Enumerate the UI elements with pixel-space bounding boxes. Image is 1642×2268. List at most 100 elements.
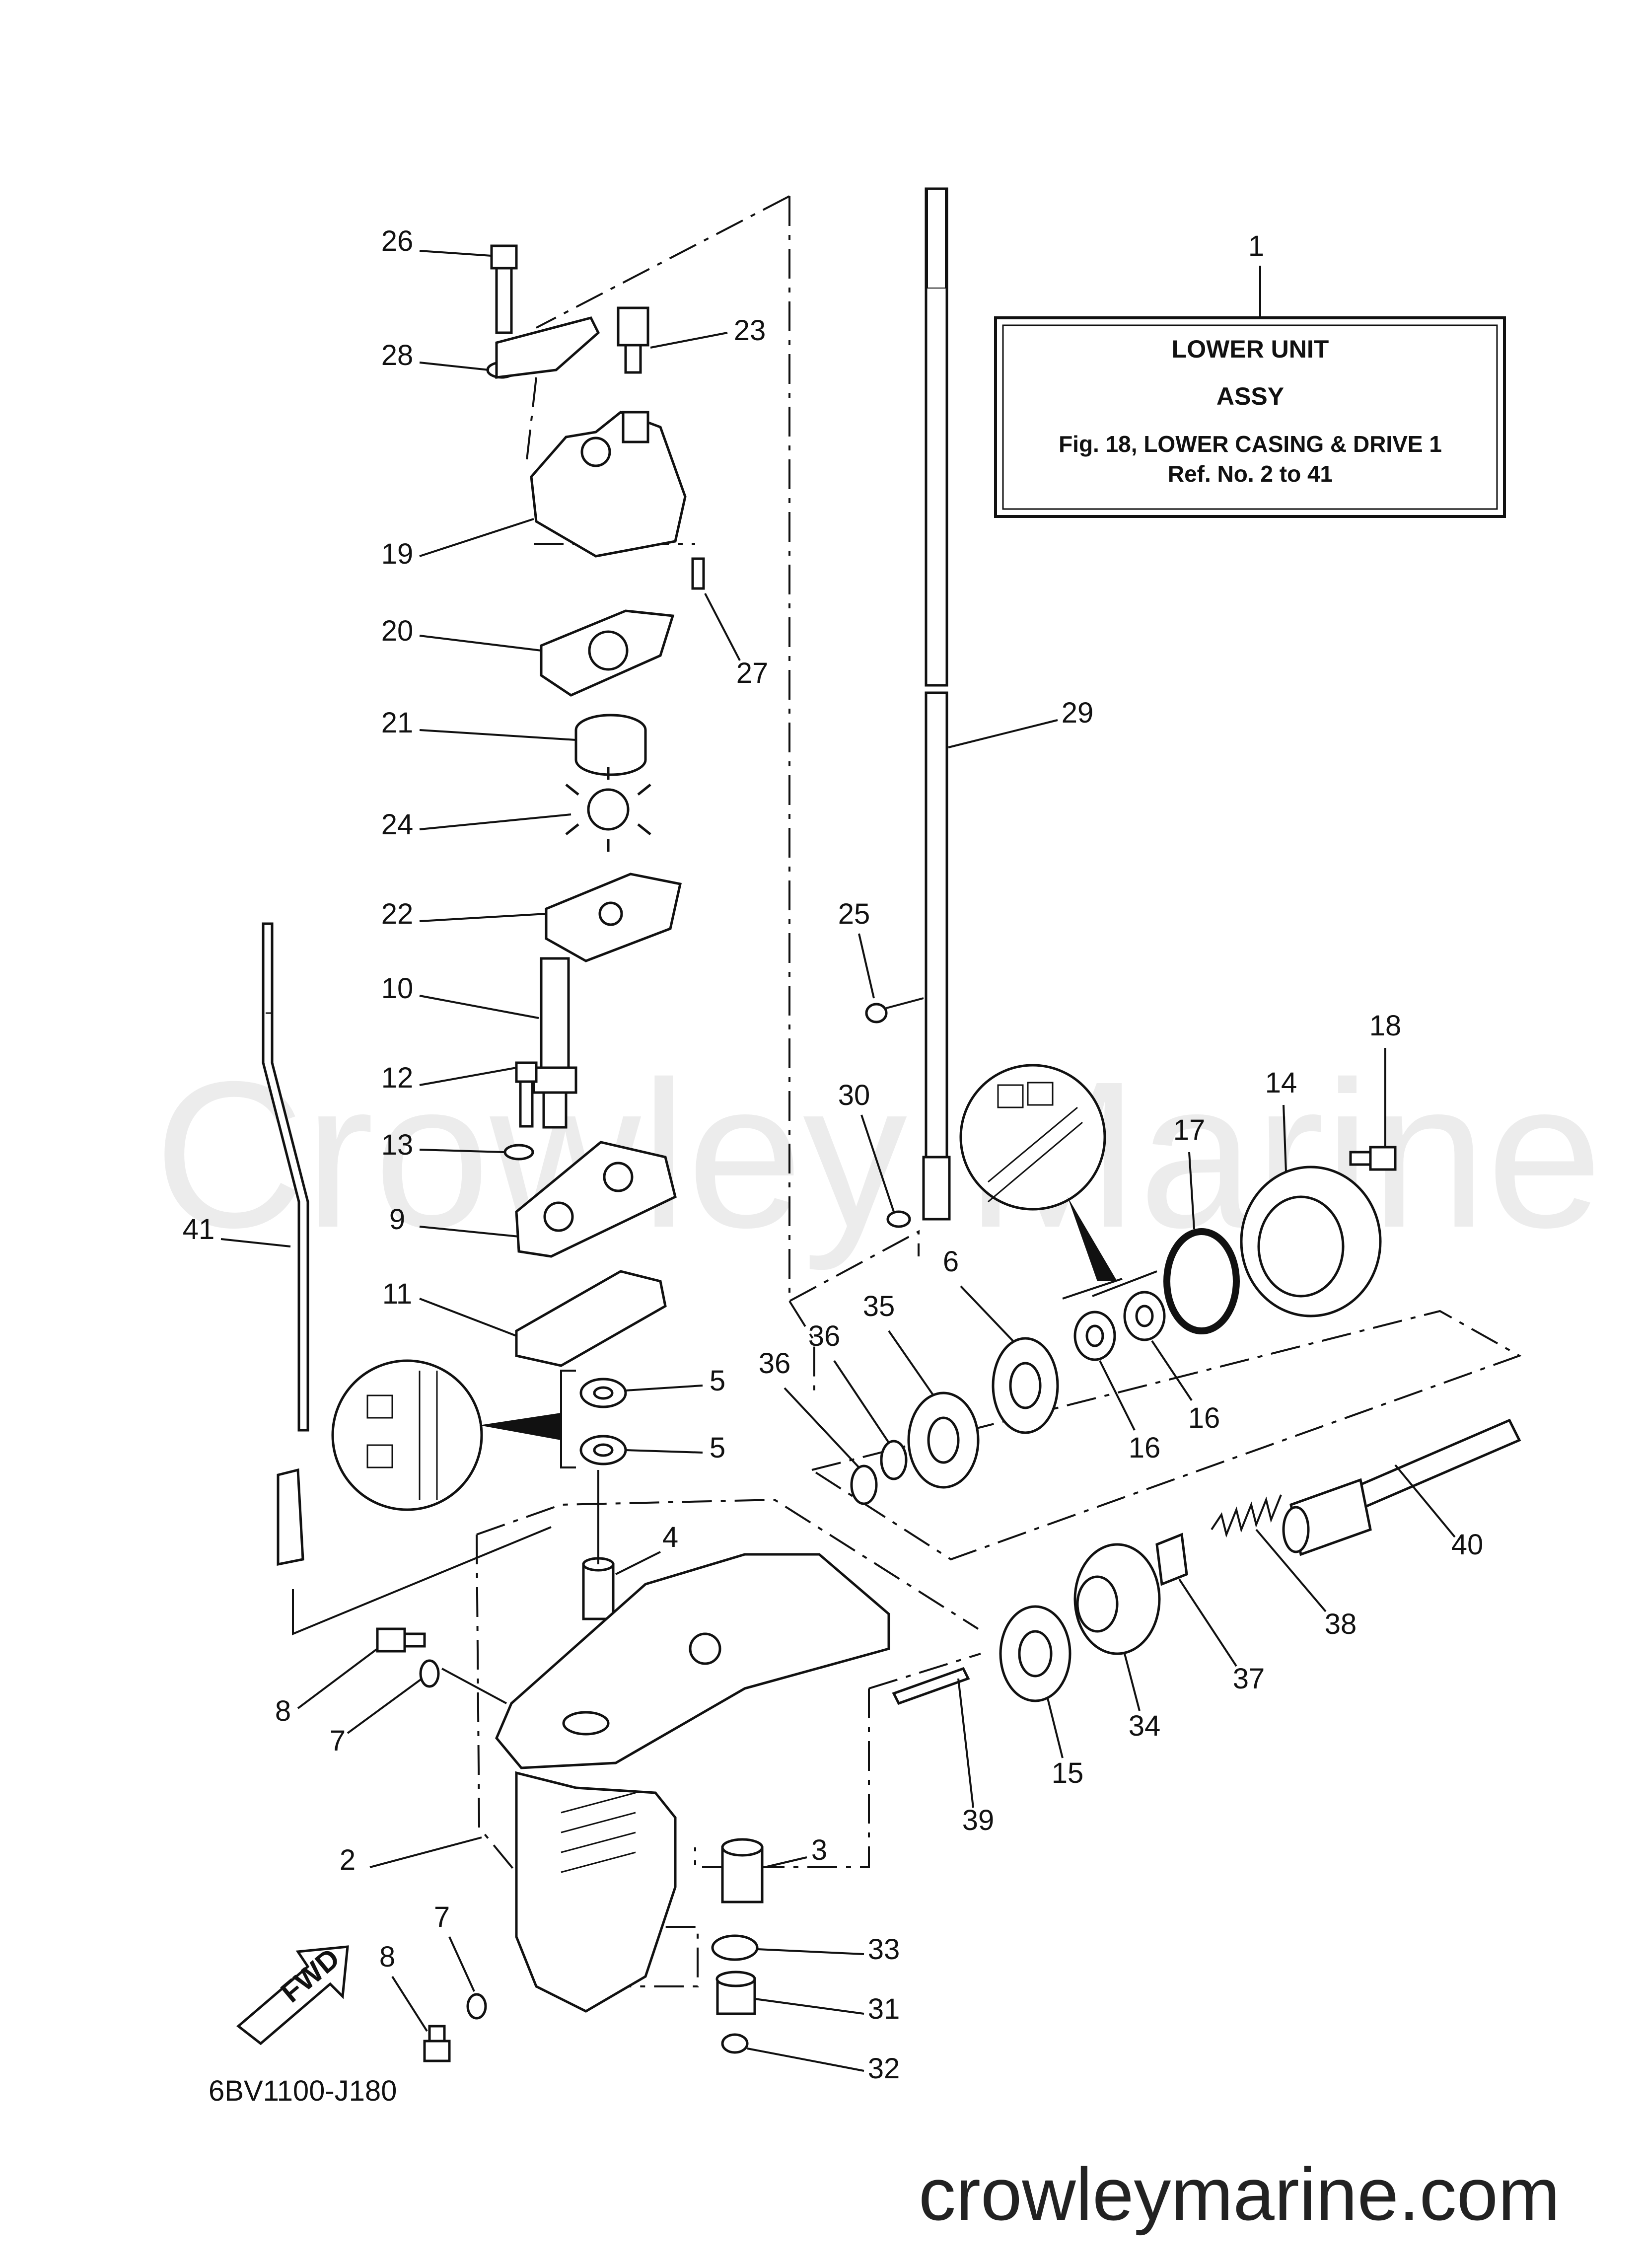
callout-40: 40 xyxy=(1451,1529,1484,1561)
callout-1: 1 xyxy=(1248,230,1264,262)
key-30 xyxy=(886,1210,911,1228)
callout-4: 4 xyxy=(662,1521,678,1553)
plate-28 xyxy=(486,316,600,379)
bearing-5-lower xyxy=(579,1435,627,1465)
plate-22 xyxy=(545,873,682,962)
assembly-ref-range: Ref. No. 2 to 41 xyxy=(1168,461,1333,487)
callout-29: 29 xyxy=(1062,697,1094,729)
bearing-detail-circle xyxy=(331,1359,561,1511)
callout-5-lower: 5 xyxy=(710,1432,725,1464)
callout-2: 2 xyxy=(340,1844,356,1876)
o-ring-17 xyxy=(1163,1228,1240,1334)
callout-5-upper: 5 xyxy=(710,1365,725,1397)
callout-25: 25 xyxy=(838,898,870,930)
tube-10 xyxy=(532,957,577,1129)
callout-20: 20 xyxy=(381,615,414,647)
bushing-4 xyxy=(582,1557,615,1620)
washer-33 xyxy=(711,1934,759,1961)
callout-13: 13 xyxy=(381,1129,414,1161)
callout-38: 38 xyxy=(1325,1608,1357,1640)
pump-housing-19 xyxy=(530,411,687,558)
callout-12: 12 xyxy=(381,1062,414,1094)
callout-7-upper: 7 xyxy=(330,1725,346,1757)
callout-16-left: 16 xyxy=(1129,1432,1161,1464)
callout-18: 18 xyxy=(1369,1010,1402,1042)
washer-7-upper xyxy=(419,1659,440,1688)
callout-33: 33 xyxy=(868,1933,900,1966)
callout-8-lower: 8 xyxy=(379,1941,395,1973)
gasket-11 xyxy=(515,1270,667,1367)
site-url[interactable]: crowleymarine.com xyxy=(919,2152,1560,2236)
bolt-26 xyxy=(490,244,518,334)
callout-37: 37 xyxy=(1233,1663,1265,1695)
callout-6: 6 xyxy=(943,1245,959,1278)
washer-13 xyxy=(503,1144,534,1161)
callout-24: 24 xyxy=(381,808,414,841)
assembly-figure-ref: Fig. 18, LOWER CASING & DRIVE 1 xyxy=(1059,431,1442,457)
callout-21: 21 xyxy=(381,707,414,739)
gasket-20 xyxy=(540,609,675,697)
washer-7-lower xyxy=(466,1993,487,2020)
lower-casing-2 xyxy=(495,1553,890,2013)
plug-8-upper xyxy=(376,1627,426,1653)
bearing-5-upper xyxy=(579,1378,627,1408)
gear-35 xyxy=(907,1391,980,1489)
callout-30: 30 xyxy=(838,1079,870,1111)
clip-32 xyxy=(721,2033,749,2054)
bolt-18 xyxy=(1349,1146,1397,1171)
callout-19: 19 xyxy=(381,538,414,570)
callout-11: 11 xyxy=(382,1278,412,1310)
callout-15: 15 xyxy=(1052,1757,1084,1789)
callout-39: 39 xyxy=(962,1804,995,1836)
impeller-24 xyxy=(565,767,651,852)
callout-32: 32 xyxy=(868,2052,900,2085)
callout-41: 41 xyxy=(183,1213,215,1245)
diagram-code: 6BV1100-J180 xyxy=(209,2075,397,2107)
plug-8-lower xyxy=(423,2025,451,2062)
callout-23: 23 xyxy=(734,314,766,347)
shim-36-left xyxy=(850,1464,878,1505)
callout-27: 27 xyxy=(736,657,769,689)
callout-36-right: 36 xyxy=(808,1320,841,1352)
pin-25 xyxy=(865,997,924,1024)
drive-shaft-29 xyxy=(922,187,951,1221)
shift-rod xyxy=(262,922,309,1566)
seal-detail-circle xyxy=(959,1064,1157,1300)
callout-31: 31 xyxy=(868,1993,900,2025)
callout-9: 9 xyxy=(389,1203,405,1236)
callout-35: 35 xyxy=(863,1290,895,1322)
seal-16-right xyxy=(1123,1291,1166,1341)
callout-10: 10 xyxy=(381,972,414,1005)
callout-8-upper: 8 xyxy=(275,1695,291,1727)
callout-34: 34 xyxy=(1129,1710,1161,1742)
bearing-6 xyxy=(992,1337,1059,1434)
fwd-arrow: FWD xyxy=(236,1942,349,2046)
callout-22: 22 xyxy=(381,898,414,930)
callout-14: 14 xyxy=(1265,1067,1297,1099)
insert-21 xyxy=(574,714,647,776)
assembly-subtitle: ASSY xyxy=(1216,382,1284,410)
assembly-box: LOWER UNIT ASSY Fig. 18, LOWER CASING & … xyxy=(994,316,1506,518)
pin-27 xyxy=(691,557,705,590)
callout-7-lower: 7 xyxy=(434,1901,450,1933)
plate-9 xyxy=(515,1141,677,1258)
callout-36-left: 36 xyxy=(759,1347,791,1380)
gear-34 xyxy=(1073,1543,1161,1655)
propeller-shaft-housing-14 xyxy=(1240,1166,1382,1317)
bearing-15 xyxy=(999,1605,1071,1702)
fitting-23 xyxy=(617,306,649,374)
assembly-boundary xyxy=(525,195,920,1303)
shim-36-right xyxy=(880,1440,908,1480)
callout-17: 17 xyxy=(1173,1114,1206,1146)
callout-3: 3 xyxy=(811,1834,827,1866)
callout-28: 28 xyxy=(381,339,414,371)
seal-16-left xyxy=(1073,1311,1116,1361)
pin-39 xyxy=(892,1667,970,1705)
bushing-3 xyxy=(721,1838,764,1903)
clutch-37 xyxy=(1155,1533,1188,1586)
spring-38 xyxy=(1211,1494,1282,1538)
bolt-12 xyxy=(515,1061,538,1128)
assembly-title: LOWER UNIT xyxy=(1172,335,1329,363)
callout-16-right: 16 xyxy=(1188,1402,1220,1434)
